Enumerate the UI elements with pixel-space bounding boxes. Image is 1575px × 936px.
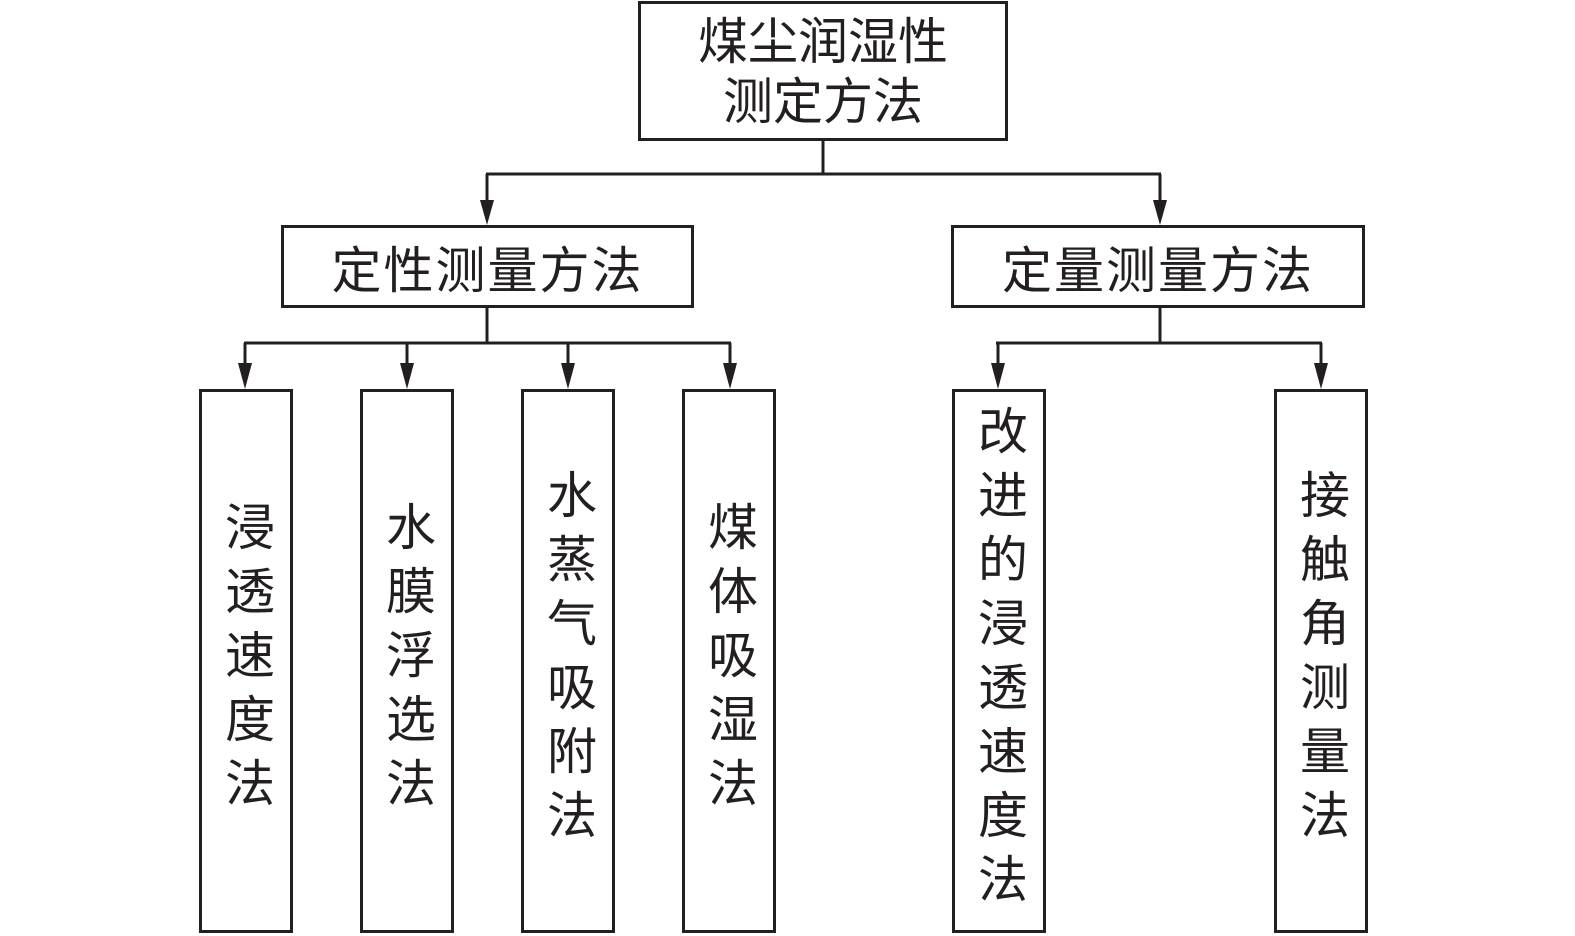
leaf-label: 浸透速度法 (217, 501, 275, 821)
root-node: 煤尘润湿性 测定方法 (638, 1, 1008, 141)
arrowhead-icon (400, 363, 414, 389)
qualitative-methods-label: 定性测量方法 (331, 241, 644, 300)
leaf-label: 水蒸气吸附法 (539, 469, 597, 853)
leaf-label: 煤体吸湿法 (700, 501, 758, 821)
arrowhead-icon (723, 363, 737, 389)
leaf-label: 接触角测量法 (1292, 469, 1350, 853)
arrowhead-icon (480, 200, 494, 225)
root-node-line2: 测定方法 (723, 73, 923, 131)
arrowhead-icon (1153, 200, 1167, 225)
arrowhead-icon (238, 363, 252, 389)
leaf-label: 改进的浸透速度法 (970, 405, 1028, 917)
leaf-node-penetration-rate: 浸透速度法 (199, 389, 293, 933)
leaf-node-improved-penetration-rate: 改进的浸透速度法 (952, 389, 1046, 933)
qualitative-methods-node: 定性测量方法 (281, 225, 694, 308)
leaf-node-vapor-adsorption: 水蒸气吸附法 (521, 389, 615, 933)
quantitative-methods-label: 定量测量方法 (1002, 241, 1314, 300)
arrowhead-icon (561, 363, 575, 389)
arrowhead-icon (1314, 363, 1328, 389)
leaf-node-moisture-absorption: 煤体吸湿法 (682, 389, 776, 933)
leaf-node-film-flotation: 水膜浮选法 (360, 389, 454, 933)
root-node-line1: 煤尘润湿性 (698, 13, 948, 71)
arrowhead-icon (991, 363, 1005, 389)
quantitative-methods-node: 定量测量方法 (951, 225, 1365, 308)
leaf-label: 水膜浮选法 (378, 501, 436, 821)
leaf-node-contact-angle: 接触角测量法 (1274, 389, 1368, 933)
